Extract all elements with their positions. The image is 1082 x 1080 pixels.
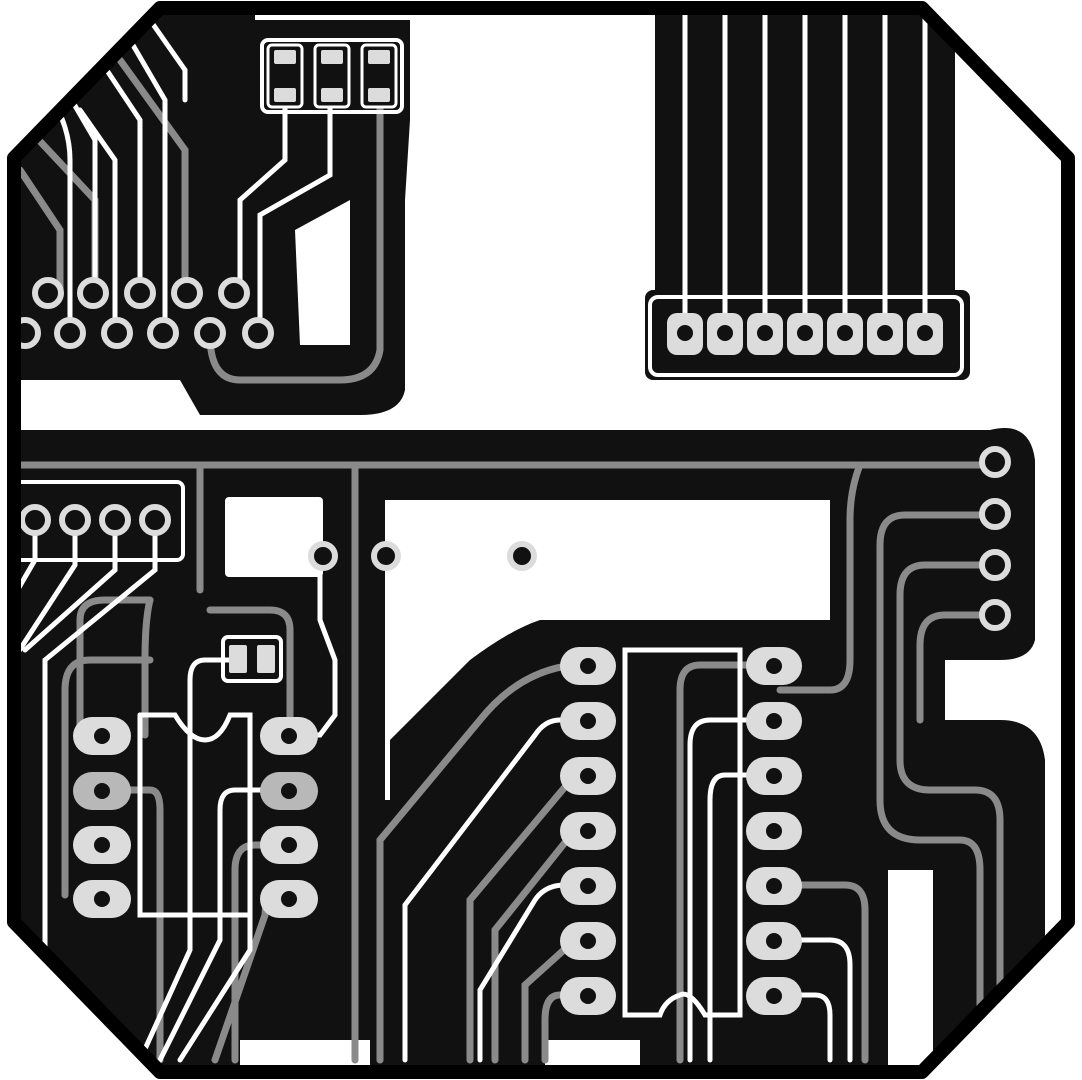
smd-small-outline <box>221 635 283 683</box>
ring-pads <box>14 277 1011 631</box>
top-traces <box>0 0 925 1060</box>
header-7-pads <box>667 313 943 355</box>
smd-pads <box>229 43 398 673</box>
smd-array-outline <box>260 38 404 114</box>
header-4-outline <box>14 480 185 562</box>
ic-dip-8-pads <box>73 717 318 918</box>
silkscreen <box>14 38 964 683</box>
header-7-outline <box>648 295 964 377</box>
ic-dip-14-pads <box>560 647 802 1015</box>
board-outline <box>7 1 1075 1079</box>
bottom-traces <box>14 56 1004 1064</box>
